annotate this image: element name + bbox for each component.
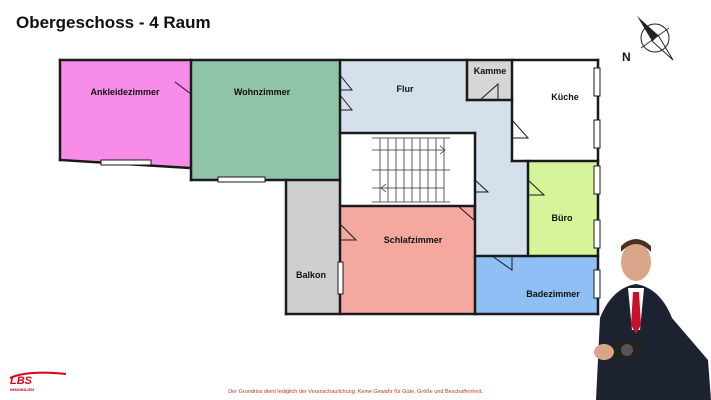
windows — [100, 67, 601, 299]
label-flur: Flur — [397, 84, 414, 94]
doors — [174, 74, 546, 271]
stairwell — [340, 133, 475, 206]
label-balkon: Balkon — [296, 270, 326, 280]
agent-photo — [594, 239, 711, 400]
room-ankleidezimmer[interactable] — [60, 60, 191, 168]
room-kueche[interactable] — [512, 60, 598, 161]
room-wohnzimmer[interactable] — [191, 60, 340, 180]
label-kammer: Kamme — [474, 66, 507, 76]
compass-icon — [637, 16, 674, 61]
label-kueche: Küche — [551, 92, 579, 102]
north-label: N — [622, 50, 631, 64]
logo-sub: IMMOBILIEN — [10, 387, 34, 392]
label-buero: Büro — [552, 213, 573, 223]
room-schlafzimmer[interactable] — [340, 206, 475, 314]
room-kammer[interactable] — [467, 60, 512, 100]
disclaimer: Der Grundriss dient lediglich der Verans… — [228, 389, 483, 395]
label-badezimmer: Badezimmer — [526, 289, 580, 299]
page-title: Obergeschoss - 4 Raum — [16, 13, 211, 32]
room-balkon[interactable] — [286, 180, 340, 314]
label-wohnzimmer: Wohnzimmer — [234, 87, 291, 97]
room-badezimmer[interactable] — [475, 256, 598, 314]
label-ankleidezimmer: Ankleidezimmer — [90, 87, 160, 97]
lbs-logo-icon — [9, 371, 67, 379]
logo-brand: LBS — [10, 375, 32, 387]
label-schlafzimmer: Schlafzimmer — [384, 235, 443, 245]
staircase — [372, 137, 450, 203]
room-buero[interactable] — [528, 161, 598, 256]
